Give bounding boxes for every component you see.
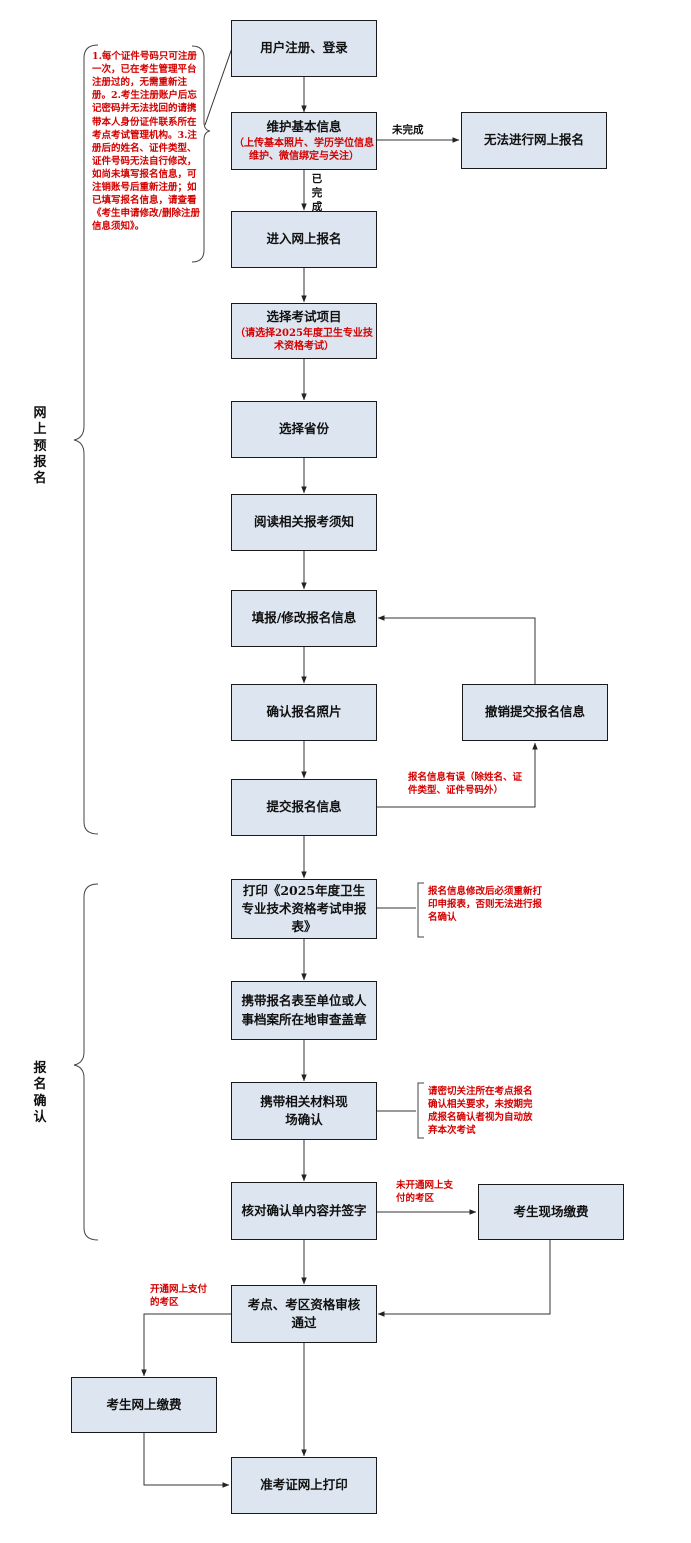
- node-print-admission: 准考证网上打印: [231, 1457, 377, 1514]
- node-onsite-payment: 考生现场缴费: [478, 1184, 624, 1240]
- node-carry-form-text: 携带报名表至单位或人事档案所在地审查盖章: [241, 993, 367, 1027]
- label-no-online-pay: 未开通网上支付的考区: [396, 1180, 454, 1204]
- node-cannot-text: 无法进行网上报名: [483, 132, 584, 148]
- node-select-title: 选择考试项目: [266, 309, 342, 325]
- note-confirm-warning: 请密切关注所在考点报名确认相关要求，未按期完成报名确认者视为自动放弃本次考试: [428, 1086, 533, 1137]
- brace-right-note: [191, 45, 211, 263]
- node-online-pay-text: 考生网上缴费: [106, 1396, 182, 1412]
- note-reprint: 报名信息修改后必须重新打印申报表，否则无法进行报名确认: [428, 886, 543, 924]
- node-photo-text: 确认报名照片: [266, 704, 342, 720]
- arrow-submit-revoke: [376, 742, 538, 808]
- node-cannot-register: 无法进行网上报名: [461, 112, 607, 169]
- section-label-pre-registration: 网上预报名: [33, 406, 47, 486]
- node-confirm-photo: 确认报名照片: [231, 684, 377, 741]
- node-carry-material: 携带相关材料现场确认: [231, 1082, 377, 1140]
- node-read-notice: 阅读相关报考须知: [231, 494, 377, 551]
- node-revoke-text: 撤销提交报名信息: [484, 704, 585, 720]
- node-maintain-info: 维护基本信息 （上传基本照片、学历学位信息维护、微信绑定与关注）: [231, 112, 377, 170]
- node-province-text: 选择省份: [278, 421, 329, 437]
- node-submit-text: 提交报名信息: [266, 799, 342, 815]
- node-revoke-submission: 撤销提交报名信息: [462, 684, 608, 741]
- arrow-revoke-fill: [377, 615, 536, 684]
- label-info-error: 报名信息有误（除姓名、证件类型、证件号码外）: [408, 772, 523, 796]
- node-select-province: 选择省份: [231, 401, 377, 458]
- node-online-payment: 考生网上缴费: [71, 1377, 217, 1433]
- note-register-rules: 1.每个证件号码只可注册一次，已在考生管理平台注册过的，无需重新注册。2.考生注…: [92, 51, 200, 233]
- node-qualification-approved: 考点、考区资格审核通过: [231, 1285, 377, 1343]
- node-register: 用户注册、登录: [231, 20, 377, 77]
- bracket-note-reprint: [417, 882, 424, 938]
- arrow-onlinepay-admit: [143, 1433, 230, 1488]
- node-select-exam: 选择考试项目 （请选择2025年度卫生专业技术资格考试）: [231, 303, 377, 359]
- section-label-confirmation: 报名确认: [33, 1061, 47, 1125]
- label-incomplete: 未完成: [392, 124, 424, 136]
- node-enter-online: 进入网上报名: [231, 211, 377, 268]
- label-online-pay-open: 开通网上支付的考区: [150, 1284, 208, 1308]
- node-submit-info: 提交报名信息: [231, 779, 377, 836]
- node-print-form: 打印《2025年度卫生专业技术资格考试申报表》: [231, 879, 377, 939]
- node-carry-material-text: 携带相关材料现场确认: [260, 1093, 348, 1127]
- bracket-note-confirm: [417, 1082, 424, 1139]
- brace-left-confirm: [73, 883, 99, 1241]
- arrow-approve-onlinepay: [141, 1313, 232, 1377]
- brace-left-pre: [73, 44, 99, 835]
- label-complete: 已完成: [311, 173, 323, 214]
- arrow-onsitepay-approve: [377, 1240, 551, 1317]
- node-admit-text: 准考证网上打印: [260, 1477, 348, 1493]
- note-line-register: [204, 47, 233, 126]
- node-select-subtitle: （请选择2025年度卫生专业技术资格考试）: [235, 327, 373, 353]
- node-carry-form: 携带报名表至单位或人事档案所在地审查盖章: [231, 981, 377, 1040]
- node-verify-text: 核对确认单内容并签字: [241, 1202, 367, 1218]
- node-print-text: 打印《2025年度卫生专业技术资格考试申报表》: [241, 882, 367, 935]
- node-register-text: 用户注册、登录: [260, 40, 348, 56]
- node-maintain-title: 维护基本信息: [266, 119, 342, 135]
- node-read-text: 阅读相关报考须知: [253, 514, 354, 530]
- node-fill-text: 填报/修改报名信息: [251, 610, 357, 626]
- node-verify-sign: 核对确认单内容并签字: [231, 1182, 377, 1240]
- node-onsite-pay-text: 考生现场缴费: [513, 1203, 589, 1219]
- node-approve-text: 考点、考区资格审核通过: [247, 1296, 361, 1330]
- node-maintain-subtitle: （上传基本照片、学历学位信息维护、微信绑定与关注）: [234, 137, 374, 163]
- node-enter-text: 进入网上报名: [266, 231, 342, 247]
- node-fill-info: 填报/修改报名信息: [231, 590, 377, 647]
